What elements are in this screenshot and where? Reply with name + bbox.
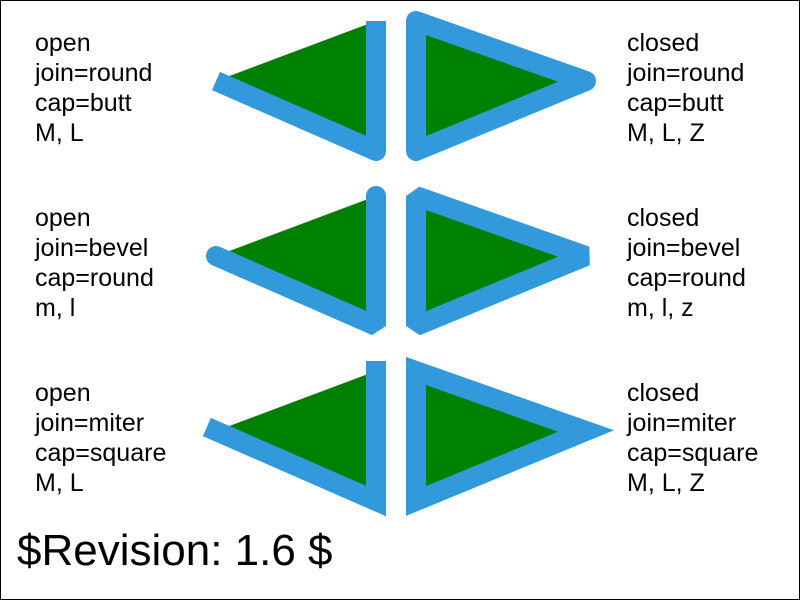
label-line: M, L	[35, 119, 84, 147]
label-line: M, L, Z	[627, 469, 705, 497]
label-line: join=miter	[627, 409, 737, 437]
label-line: closed	[627, 204, 700, 232]
label-line: cap=square	[35, 439, 167, 467]
label-line: m, l, z	[627, 294, 694, 322]
open-triangle-miter-join-square-cap	[202, 361, 386, 517]
label-line: closed	[627, 379, 700, 407]
open-triangle-bevel-join-round-cap	[206, 186, 386, 336]
label-line: open	[35, 29, 91, 57]
closed-triangle-round-join-butt-cap	[406, 11, 596, 161]
open-triangle-round-join-butt-cap	[211, 21, 386, 161]
label-line: M, L, Z	[627, 119, 705, 147]
label-line: join=bevel	[35, 234, 149, 262]
label-closed-miter-square: closed join=miter cap=square M, L, Z	[627, 378, 758, 498]
closed-triangle-bevel-join-round-cap	[406, 186, 590, 336]
label-line: join=bevel	[627, 234, 741, 262]
closed-triangle-miter-join-square-cap	[406, 356, 615, 516]
revision-label: $Revision: 1.6 $	[17, 526, 333, 575]
label-line: M, L	[35, 469, 84, 497]
label-line: m, l	[35, 294, 76, 322]
label-open-bevel-round: open join=bevel cap=round m, l	[35, 203, 154, 323]
label-line: cap=butt	[35, 89, 132, 117]
label-line: cap=square	[627, 439, 759, 467]
label-line: join=miter	[35, 409, 145, 437]
label-line: cap=round	[35, 264, 154, 292]
label-line: closed	[627, 29, 700, 57]
label-closed-round-butt: closed join=round cap=butt M, L, Z	[627, 28, 744, 148]
label-closed-bevel-round: closed join=bevel cap=round m, l, z	[627, 203, 746, 323]
label-line: join=round	[35, 59, 153, 87]
label-line: open	[35, 204, 91, 232]
label-open-round-butt: open join=round cap=butt M, L	[35, 28, 152, 148]
label-line: cap=butt	[627, 89, 724, 117]
label-open-miter-square: open join=miter cap=square M, L	[35, 378, 166, 498]
label-line: cap=round	[627, 264, 746, 292]
label-line: open	[35, 379, 91, 407]
label-line: join=round	[627, 59, 745, 87]
